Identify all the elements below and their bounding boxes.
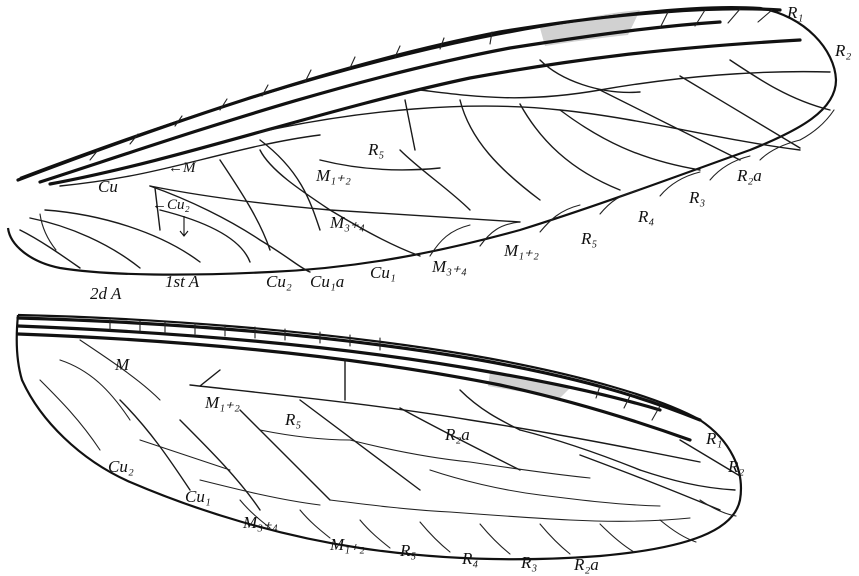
forewing-anal-region: [20, 210, 200, 268]
hindwing-outline: [17, 315, 741, 559]
forewing-label-r5-inner: R₅: [367, 140, 384, 159]
forewing-label-m12-inner: M₁₊₂: [315, 166, 351, 185]
forewing-label-m-base: ←M: [168, 160, 197, 176]
hindwing-label-r3: R₃: [520, 553, 537, 572]
hindwing-crossveins: [40, 340, 690, 521]
forewing-label-r3: R₃: [688, 188, 705, 207]
hindwing-radial-sector: [120, 360, 740, 510]
hindwing-label-m-base: M: [114, 355, 130, 374]
hindwing-label-r5-margin: R₅: [399, 541, 416, 560]
hindwing-label-m12-inner: M₁₊₂: [204, 393, 240, 412]
forewing-radius: [50, 40, 800, 184]
hindwing-label-cu1: Cu₁: [185, 487, 211, 506]
forewing-label-m34-margin: M₃₊₄: [431, 257, 467, 276]
forewing-label-cu1-margin: Cu₁: [370, 263, 396, 282]
hindwing: R₁ R₂ R₂a R₅ M₁₊₂ M Cu₂ Cu₁ M₃₊₄ M₁₊₂ R₅…: [17, 315, 745, 574]
hindwing-label-r2a-inner: R₂a: [444, 425, 470, 444]
forewing-label-cu1a: Cu₁a: [310, 272, 344, 291]
forewing-label-cu2-base: ←Cu₂: [152, 197, 190, 213]
forewing-label-2d-a: 2d A: [90, 284, 122, 303]
forewing-label-m34-inner: M₃₊₄: [329, 213, 365, 232]
forewing-label-r2a: R₂a: [736, 166, 762, 185]
forewing-cu2-arrow: [180, 216, 188, 236]
hindwing-label-r2: R₂: [727, 457, 744, 476]
forewing-label-m12-margin: M₁₊₂: [503, 241, 539, 260]
forewing-label-r4: R₄: [637, 207, 654, 226]
forewing-label-cu2-margin: Cu₂: [266, 272, 292, 291]
hindwing-marginal-forks: [240, 500, 736, 554]
hindwing-label-r1: R₁: [705, 429, 722, 448]
forewing-label-r5-margin: R₅: [580, 229, 597, 248]
forewing-costal-crossveins: [90, 9, 772, 160]
hindwing-label-r5-inner: R₅: [284, 410, 301, 429]
forewing-label-r2: R₂: [834, 41, 851, 60]
forewing: R₁ R₂ R₂a R₃ R₄ R₅ M₁₊₂ M₃₊₄ Cu₁ Cu₁a Cu…: [8, 3, 851, 303]
hindwing-radius: [18, 334, 690, 440]
hindwing-label-cu2: Cu₂: [108, 457, 134, 476]
forewing-label-cu-base: Cu: [98, 177, 118, 196]
hindwing-label-m34: M₃₊₄: [242, 513, 278, 532]
forewing-label-1st-a: 1st A: [165, 272, 200, 291]
hindwing-label-m12-margin: M₁₊₂: [329, 535, 365, 554]
forewing-label-r1: R₁: [786, 3, 803, 22]
hindwing-label-r2a-margin: R₂a: [573, 555, 599, 574]
hindwing-label-r4: R₄: [461, 549, 478, 568]
